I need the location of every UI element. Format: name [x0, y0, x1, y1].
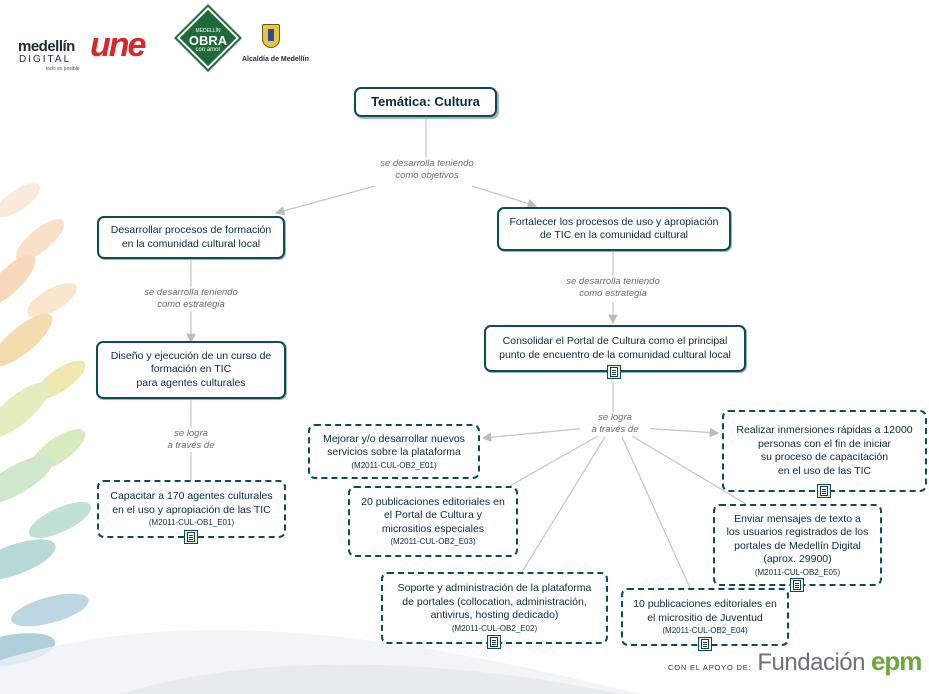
link-label-objectives: se desarrolla teniendo como objetivos: [365, 158, 489, 182]
medellin-digital-logo: medellín DIGITAL todo es posible: [18, 14, 82, 72]
obra-logo-bottom: con amor: [195, 47, 221, 53]
result-node-e05[interactable]: Enviar mensajes de texto a los usuarios …: [713, 504, 882, 586]
result-node-e03[interactable]: 20 publicaciones editoriales en el Porta…: [348, 486, 518, 557]
result-node-e01[interactable]: Mejorar y/o desarrollar nuevos servicios…: [308, 424, 480, 479]
link-right-to-r6: [639, 427, 720, 438]
support-label: CON EL APOYO DE:: [668, 663, 752, 672]
result-e05-code: (M2011-CUL-OB2_E05): [754, 567, 841, 577]
left-objective-node[interactable]: Desarrollar procesos de formación en la …: [97, 216, 285, 259]
right-strategy-node[interactable]: Consolidar el Portal de Cultura como el …: [484, 325, 746, 372]
result-inmersiones-label: Realizar inmersiones rápidas a 12000 per…: [736, 424, 913, 477]
right-objective-node[interactable]: Fortalecer los procesos de uso y apropia…: [497, 207, 731, 251]
medellin-logo-line2: DIGITAL: [19, 54, 72, 65]
link-label-left-through: se logra a través de: [150, 428, 232, 452]
epm-logo: epm: [870, 646, 922, 676]
link-label-right-through: se logra a través de: [580, 412, 650, 436]
left-strategy-node[interactable]: Diseño y ejecución de un curso de formac…: [96, 341, 286, 399]
result-node-e04[interactable]: 10 publicaciones editoriales en el micro…: [621, 588, 789, 646]
medellin-logo-line1: medellín: [18, 38, 75, 55]
result-e02-label: Soporte y administración de la plataform…: [397, 582, 592, 622]
link-right-to-r5: [631, 435, 747, 505]
document-icon[interactable]: [698, 637, 712, 651]
right-strategy-label: Consolidar el Portal de Cultura como el …: [499, 335, 731, 361]
result-e04-label: 10 publicaciones editoriales en el micro…: [633, 598, 777, 624]
alcaldia-shield-icon: [262, 24, 280, 48]
left-objective-label: Desarrollar procesos de formación en la …: [110, 224, 272, 250]
link-label-right-strategy: se desarrolla teniendo como estrategia: [554, 276, 672, 300]
link-right-to-r4: [621, 436, 691, 589]
obra-logo-main: OBRA: [188, 33, 228, 48]
alcaldia-logo-text: Alcaldía de Medellín: [242, 56, 309, 63]
obra-logo-top: MEDELLÍN: [195, 28, 221, 34]
medellin-logo-tagline: todo es posible: [46, 66, 80, 72]
fundacion-text: Fundación: [757, 649, 865, 676]
link-right-to-r2: [507, 435, 599, 488]
document-icon[interactable]: [790, 578, 804, 592]
medellin-obra-logo: MEDELLÍN OBRA con amor: [176, 6, 240, 74]
right-objective-label: Fortalecer los procesos de uso y apropia…: [509, 215, 719, 242]
root-concept-label: Temática: Cultura: [371, 94, 480, 110]
result-e01-code: (M2011-CUL-OB2_E01): [351, 460, 437, 470]
left-result-code: (M2011-CUL-OB1_E01): [148, 518, 235, 527]
alcaldia-logo: Alcaldía de Medellín: [242, 22, 309, 72]
result-e03-code: (M2011-CUL-OB2_E03): [390, 537, 476, 547]
support-credit: CON EL APOYO DE: Fundación epm: [668, 646, 922, 677]
link-label-left-strategy: se desarrolla teniendo como estrategia: [132, 287, 250, 311]
une-logo: une: [90, 26, 146, 64]
link-root-left: [274, 185, 376, 216]
result-e05-label: Enviar mensajes de texto a los usuarios …: [726, 512, 869, 566]
result-node-inmersiones[interactable]: Realizar inmersiones rápidas a 12000 per…: [722, 410, 927, 492]
left-strategy-label: Diseño y ejecución de un curso de formac…: [110, 349, 272, 389]
root-concept-node[interactable]: Temática: Cultura: [354, 87, 497, 117]
result-node-e02[interactable]: Soporte y administración de la plataform…: [381, 572, 608, 644]
result-e01-label: Mejorar y/o desarrollar nuevos servicios…: [323, 432, 465, 459]
result-e03-label: 20 publicaciones editoriales en el Porta…: [361, 495, 505, 535]
link-right-to-r1: [481, 427, 589, 442]
link-root-right: [471, 185, 538, 209]
link-right-to-r3: [521, 436, 606, 573]
document-icon[interactable]: [817, 484, 831, 498]
document-icon[interactable]: [184, 530, 198, 544]
result-e02-code: (M2011-CUL-OB2_E02): [451, 623, 538, 633]
left-result-label: Capacitar a 170 agentes culturales en el…: [110, 490, 273, 516]
result-e04-code: (M2011-CUL-OB2_E04): [662, 626, 748, 635]
document-icon[interactable]: [607, 365, 621, 379]
document-icon[interactable]: [487, 635, 501, 649]
